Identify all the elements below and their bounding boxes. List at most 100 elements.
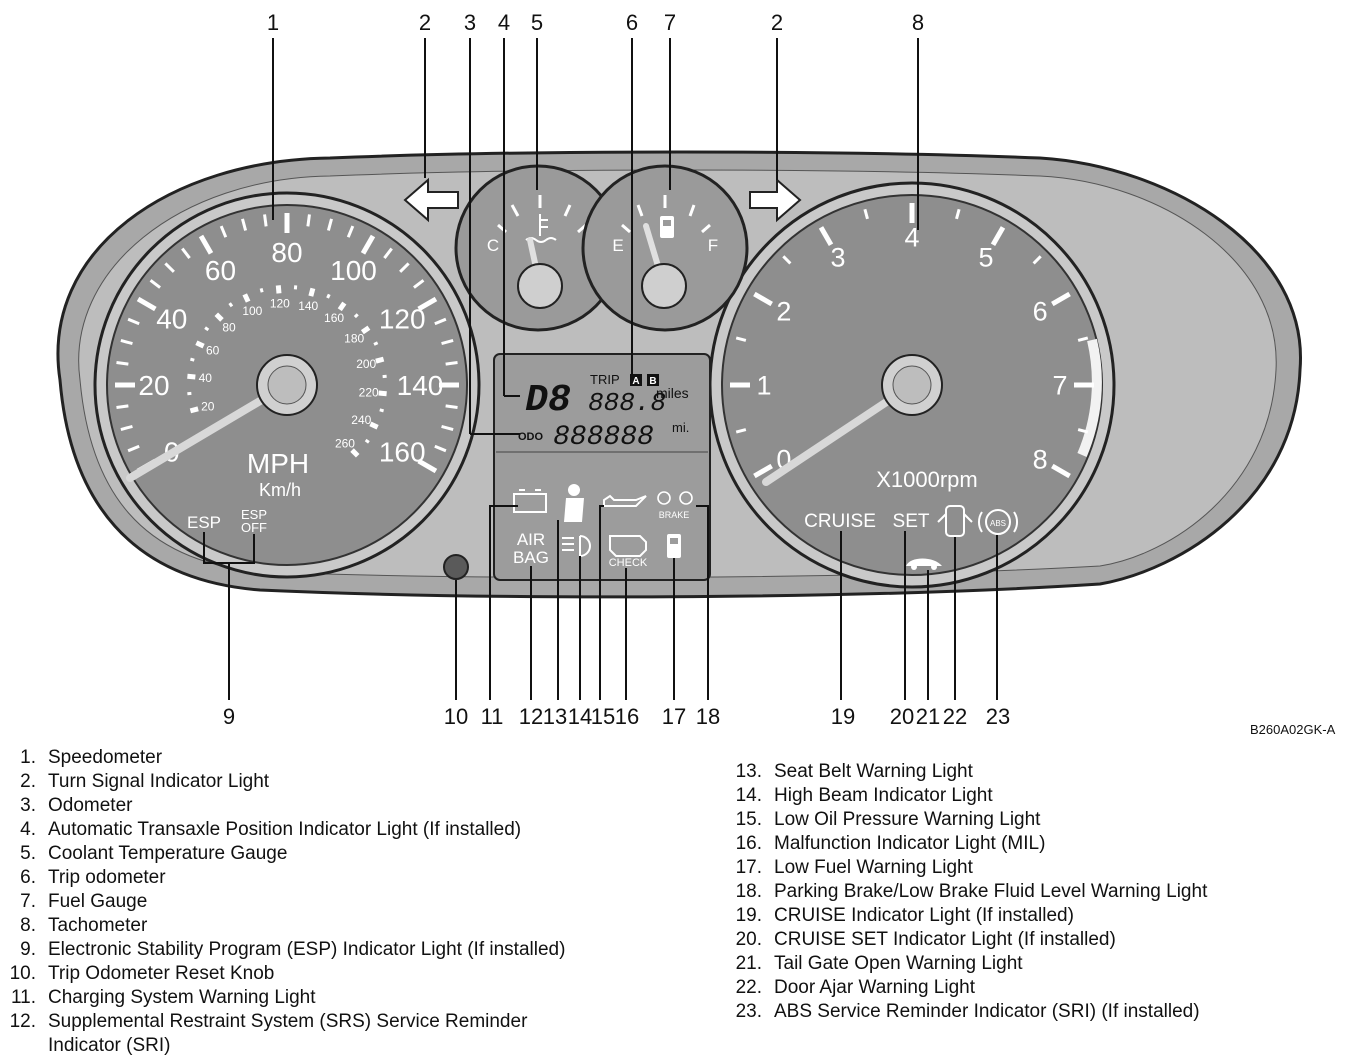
legend-text: Low Fuel Warning Light	[774, 857, 973, 878]
speedometer-kmh-label: 180	[344, 331, 364, 345]
esp-off-indicator-line2: OFF	[241, 520, 267, 535]
legend-number: 10.	[9, 963, 36, 984]
esp-off-indicator-line1: ESP	[241, 507, 267, 522]
odometer-unit: mi.	[672, 420, 689, 435]
battery-icon	[513, 489, 547, 513]
speedometer-kmh-tick-minor	[259, 288, 264, 293]
legend-text: Trip Odometer Reset Knob	[48, 963, 275, 984]
legend-item: 15.Low Oil Pressure Warning Light	[726, 808, 1207, 832]
legend-text: Tachometer	[48, 915, 148, 936]
legend-text: Tail Gate Open Warning Light	[774, 953, 1023, 974]
tachometer-tick-major	[753, 463, 773, 479]
legend-item: 18.Parking Brake/Low Brake Fluid Level W…	[726, 880, 1208, 904]
legend-text: Speedometer	[48, 747, 163, 768]
callout-8: 8	[912, 10, 924, 35]
speedometer-tick-major	[360, 234, 376, 255]
speedometer-kmh-label: 100	[242, 304, 262, 318]
speedometer-tick-minor	[120, 424, 133, 431]
legend-number: 16.	[735, 833, 762, 854]
tachometer-tick-major	[1051, 463, 1071, 479]
legend-text: Seat Belt Warning Light	[774, 761, 973, 782]
speedometer-kmh-tick-major	[378, 390, 387, 397]
tachometer-label: 3	[830, 243, 845, 273]
airbag-indicator-line2: BAG	[513, 548, 549, 567]
speedometer-tick-major	[136, 296, 157, 312]
trip-b-label: B	[649, 376, 656, 387]
tachometer-tick-major	[990, 226, 1006, 246]
legend-item: 19.CRUISE Indicator Light (If installed)	[726, 904, 1207, 928]
trip-unit: miles	[656, 385, 689, 401]
legend-item: Indicator (SRI)	[0, 1034, 565, 1058]
speedometer-tick-minor	[383, 247, 393, 259]
legend-item: 1.Speedometer	[0, 746, 565, 770]
trip-reset-knob	[443, 554, 469, 580]
speedometer-mph-label: 120	[379, 304, 426, 335]
legend-text: Door Ajar Warning Light	[774, 977, 976, 998]
speedometer-kmh-label: 240	[351, 413, 371, 427]
engine-check-icon	[609, 535, 647, 557]
seat-belt-icon	[564, 484, 584, 522]
leader-lines	[203, 38, 998, 700]
callout-numbers-top: 1 2 3 4 5 6 7 2 8	[267, 10, 924, 35]
high-beam-icon	[562, 535, 591, 558]
callout-19: 19	[831, 704, 855, 729]
speedometer-kmh-label: 60	[206, 344, 220, 358]
fuel-gauge-empty: E	[612, 236, 623, 255]
callout-23: 23	[986, 704, 1010, 729]
legend-text: CRUISE SET Indicator Light (If installed…	[774, 929, 1116, 950]
gear-position-display: D8	[525, 379, 571, 422]
tachometer-label: 6	[1033, 297, 1048, 327]
speedometer-tick-marks	[115, 213, 459, 474]
legend-number: 5.	[20, 843, 36, 864]
fuel-gauge: E F	[581, 164, 749, 332]
fuel-gauge-full: F	[708, 236, 718, 255]
legend-right: 13. Seat Belt Warning Light 14.High Beam …	[726, 760, 1208, 1024]
legend-number: 20.	[735, 929, 762, 950]
legend-number: 4.	[20, 819, 36, 840]
tachometer-redline	[1077, 338, 1102, 457]
callout-20: 20	[890, 704, 914, 729]
legend-item: 12.Supplemental Restraint System (SRS) S…	[0, 1010, 565, 1034]
speedometer-kmh-label: 220	[359, 385, 379, 399]
legend-number: 9.	[20, 939, 36, 960]
speedometer-tick-minor	[445, 361, 458, 366]
speedometer-tick-minor	[399, 262, 410, 273]
legend-item: 7.Fuel Gauge	[0, 890, 565, 914]
check-engine-label: CHECK	[609, 557, 648, 569]
esp-indicator: ESP	[187, 513, 221, 532]
legend-item: 9.Electronic Stability Program (ESP) Ind…	[0, 938, 565, 962]
speedometer-kmh-tick-major	[369, 421, 379, 430]
tachometer-label: 1	[756, 371, 771, 401]
trip-label: TRIP	[590, 372, 620, 387]
speedometer-tick-minor	[116, 404, 129, 409]
legend-item: 21.Tail Gate Open Warning Light	[726, 952, 1207, 976]
brake-label: BRAKE	[659, 510, 690, 520]
callout-16: 16	[615, 704, 639, 729]
tachometer-tick-minor	[735, 336, 747, 342]
speedometer-kmh-tick-major	[375, 356, 385, 364]
callout-1: 1	[267, 10, 279, 35]
left-turn-signal-arrow	[403, 177, 459, 223]
legend-number: 17.	[735, 857, 762, 878]
legend-text: Charging System Warning Light	[48, 987, 316, 1008]
legend-text: Turn Signal Indicator Light	[48, 771, 270, 792]
legend-text: Fuel Gauge	[48, 891, 148, 912]
legend-text: Coolant Temperature Gauge	[48, 843, 288, 864]
speedometer-kmh-tick-major	[275, 285, 282, 294]
legend-number: 19.	[735, 905, 762, 926]
speedometer-kmh-tick-major	[337, 301, 347, 312]
speedometer-tick-minor	[413, 279, 425, 289]
speedometer-tick-minor	[346, 225, 355, 238]
legend-number: 13.	[735, 761, 762, 782]
speedometer-tick-major	[417, 296, 438, 312]
legend-text: High Beam Indicator Light	[774, 785, 993, 806]
speedometer-tick-minor	[116, 361, 129, 366]
tachometer-label: 4	[904, 223, 919, 253]
tachometer-tick-major	[1051, 291, 1071, 307]
trip-a-label: A	[632, 376, 639, 387]
speedometer-kmh-tick-minor	[353, 313, 359, 319]
speedometer-kmh-label: 200	[356, 357, 376, 371]
legend-text: Odometer	[48, 795, 133, 816]
legend-item: 14.High Beam Indicator Light	[726, 784, 1207, 808]
